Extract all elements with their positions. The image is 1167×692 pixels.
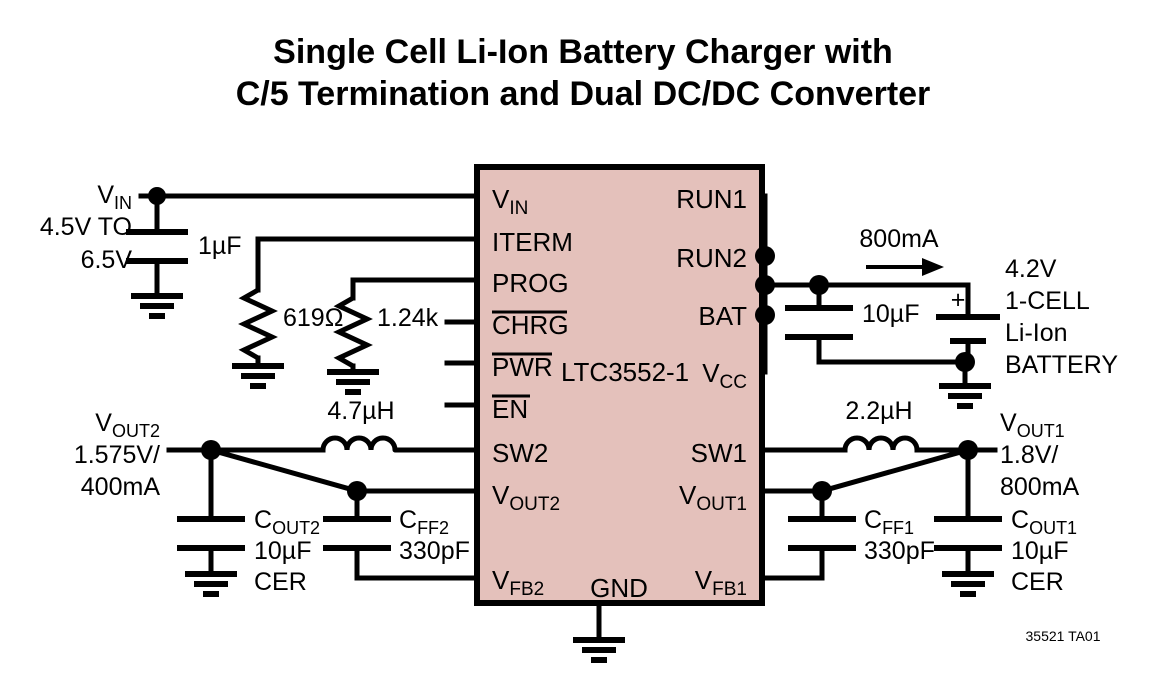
vout2-label: VOUT2 bbox=[95, 409, 160, 441]
pin-label-sw1: SW1 bbox=[691, 438, 747, 468]
cin-value-label: 1µF bbox=[198, 232, 242, 260]
pin-label-run2: RUN2 bbox=[676, 243, 747, 273]
pin-label-chrg: CHRG bbox=[492, 310, 569, 340]
l2-value-label: 4.7µH bbox=[327, 397, 394, 425]
cout1-name-label: COUT1 bbox=[1011, 506, 1077, 538]
pin-label-gnd: GND bbox=[590, 573, 648, 603]
run2-junction-dot bbox=[755, 246, 775, 266]
cout1-value-label: 10µF bbox=[1011, 537, 1068, 565]
cout1-type-label: CER bbox=[1011, 568, 1064, 596]
r-prog-value-label: 1.24k bbox=[377, 304, 439, 332]
vout1-line-2: 800mA bbox=[1000, 473, 1080, 501]
pin-label-pwr: PWR bbox=[492, 352, 553, 382]
battery-line-2: 1-CELL bbox=[1005, 287, 1090, 315]
r-prog-symbol bbox=[333, 295, 373, 369]
prog-net-wire bbox=[350, 277, 480, 301]
pin-label-en: EN bbox=[492, 394, 528, 424]
pin-label-run1: RUN1 bbox=[676, 184, 747, 214]
vin-range-line-1: 4.5V TO bbox=[40, 213, 132, 241]
cbat-value-label: 10µF bbox=[862, 300, 919, 328]
bat-junction-dot bbox=[755, 305, 775, 325]
vfb2-pin-wire bbox=[354, 545, 480, 581]
ic-part-number: LTC3552-1 bbox=[561, 357, 689, 387]
vout2-line-1: 1.575V/ bbox=[74, 441, 160, 469]
inductor-l2-symbol bbox=[320, 435, 398, 453]
iterm-net-wire bbox=[255, 236, 480, 293]
pin-label-prog: PROG bbox=[492, 268, 569, 298]
vfb1-pin-wire bbox=[759, 545, 825, 581]
battery-line-4: BATTERY bbox=[1005, 351, 1118, 379]
cff1-value-label: 330pF bbox=[864, 537, 935, 565]
vin-source-label: VIN bbox=[97, 181, 132, 213]
title-line-1: Single Cell Li-Ion Battery Charger with bbox=[273, 33, 893, 71]
cbat-return-wire bbox=[816, 334, 968, 365]
figure-caption: 35521 TA01 bbox=[1026, 628, 1101, 644]
battery-current-label: 800mA bbox=[859, 225, 939, 253]
vout2-line-2: 400mA bbox=[81, 473, 161, 501]
l1-value-label: 2.2µH bbox=[845, 397, 912, 425]
cff2-name-label: CFF2 bbox=[399, 506, 449, 538]
cout2-name-label: COUT2 bbox=[254, 506, 320, 538]
pin-label-sw2: SW2 bbox=[492, 438, 548, 468]
current-arrow-head bbox=[922, 258, 944, 276]
vout1-line-1: 1.8V/ bbox=[1000, 441, 1058, 469]
pin-label-bat: BAT bbox=[698, 301, 747, 331]
inductor-l1-symbol bbox=[842, 435, 920, 453]
pin-label-iterm: ITERM bbox=[492, 227, 573, 257]
cout2-value-label: 10µF bbox=[254, 537, 311, 565]
battery-line-3: Li-Ion bbox=[1005, 319, 1068, 347]
battery-plus-label: + bbox=[951, 286, 966, 314]
battery-line-1: 4.2V bbox=[1005, 255, 1057, 283]
cout2-type-label: CER bbox=[254, 568, 307, 596]
cff2-value-label: 330pF bbox=[399, 537, 470, 565]
vfb1-slant-wire bbox=[818, 446, 972, 495]
r-iterm-value-label: 619Ω bbox=[283, 304, 343, 332]
title-line-2: C/5 Termination and Dual DC/DC Converter bbox=[236, 75, 931, 113]
cff1-name-label: CFF1 bbox=[864, 506, 914, 538]
r-iterm-symbol bbox=[238, 287, 278, 361]
vin-range-line-2: 6.5V bbox=[81, 246, 133, 274]
vout1-label: VOUT1 bbox=[1000, 409, 1065, 441]
vfb2-slant-wire bbox=[207, 446, 361, 495]
ic-body bbox=[474, 164, 765, 606]
